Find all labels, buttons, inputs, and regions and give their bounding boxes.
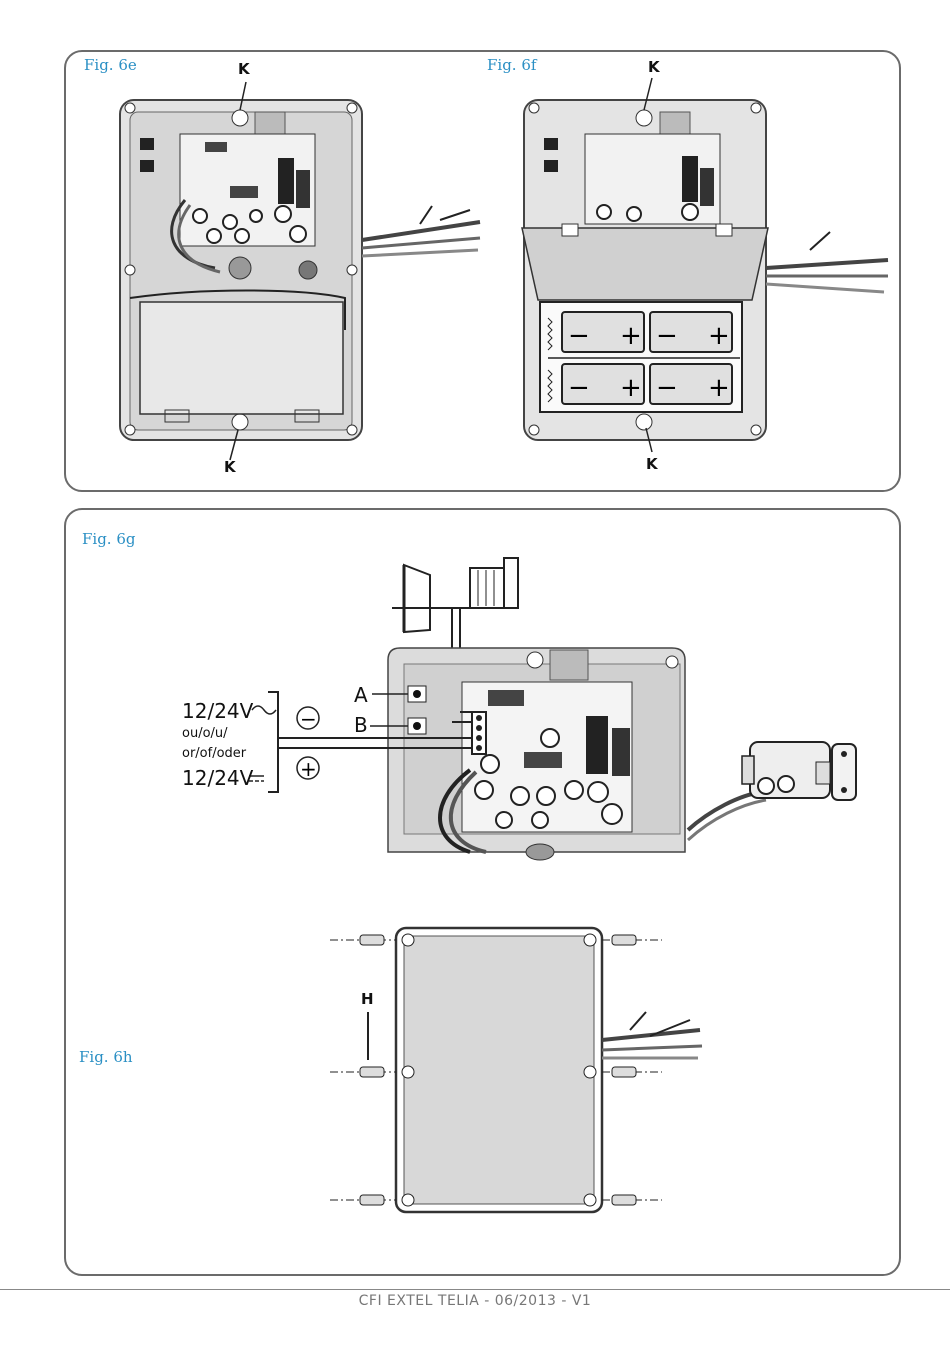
power-label-dc: 12/24V [182, 766, 254, 790]
plus-symbol: + [300, 757, 317, 781]
battery-4-minus: − [656, 373, 678, 403]
terminal-a-label: A [354, 683, 368, 707]
footer-text: CFI EXTEL TELIA - 06/2013 - V1 [358, 1293, 592, 1309]
footer-divider [0, 1289, 950, 1290]
h-dimension-label: H [361, 990, 374, 1008]
battery-3-minus: − [568, 373, 590, 403]
battery-3-plus: + [620, 373, 642, 403]
k-label-6f-top: K [648, 58, 660, 76]
fig-6f-device: − + − + − + − + [521, 77, 889, 453]
k-label-6e-top: K [238, 60, 250, 78]
power-label-ac: 12/24V [182, 699, 254, 723]
minus-symbol: − [300, 707, 317, 731]
battery-4-plus: + [708, 373, 730, 403]
battery-1-minus: − [568, 321, 590, 351]
fig-6g-wiring: − + [249, 557, 857, 861]
fig-6e-device [119, 81, 481, 461]
battery-2-minus: − [656, 321, 678, 351]
battery-2-plus: + [708, 321, 730, 351]
fig-6g-label: Fig. 6g [82, 530, 136, 548]
fig-6f-label: Fig. 6f [487, 56, 537, 74]
fig-6e-label: Fig. 6e [84, 56, 137, 74]
k-label-6f-bottom: K [646, 455, 658, 473]
fig-6h-label: Fig. 6h [79, 1048, 133, 1066]
power-label-or2: or/of/oder [182, 746, 247, 761]
power-label-or1: ou/o/u/ [182, 726, 228, 741]
battery-1-plus: + [620, 321, 642, 351]
fig-6h-mounting [330, 926, 703, 1214]
k-label-6e-bottom: K [224, 458, 236, 476]
terminal-b-label: B [354, 713, 368, 737]
